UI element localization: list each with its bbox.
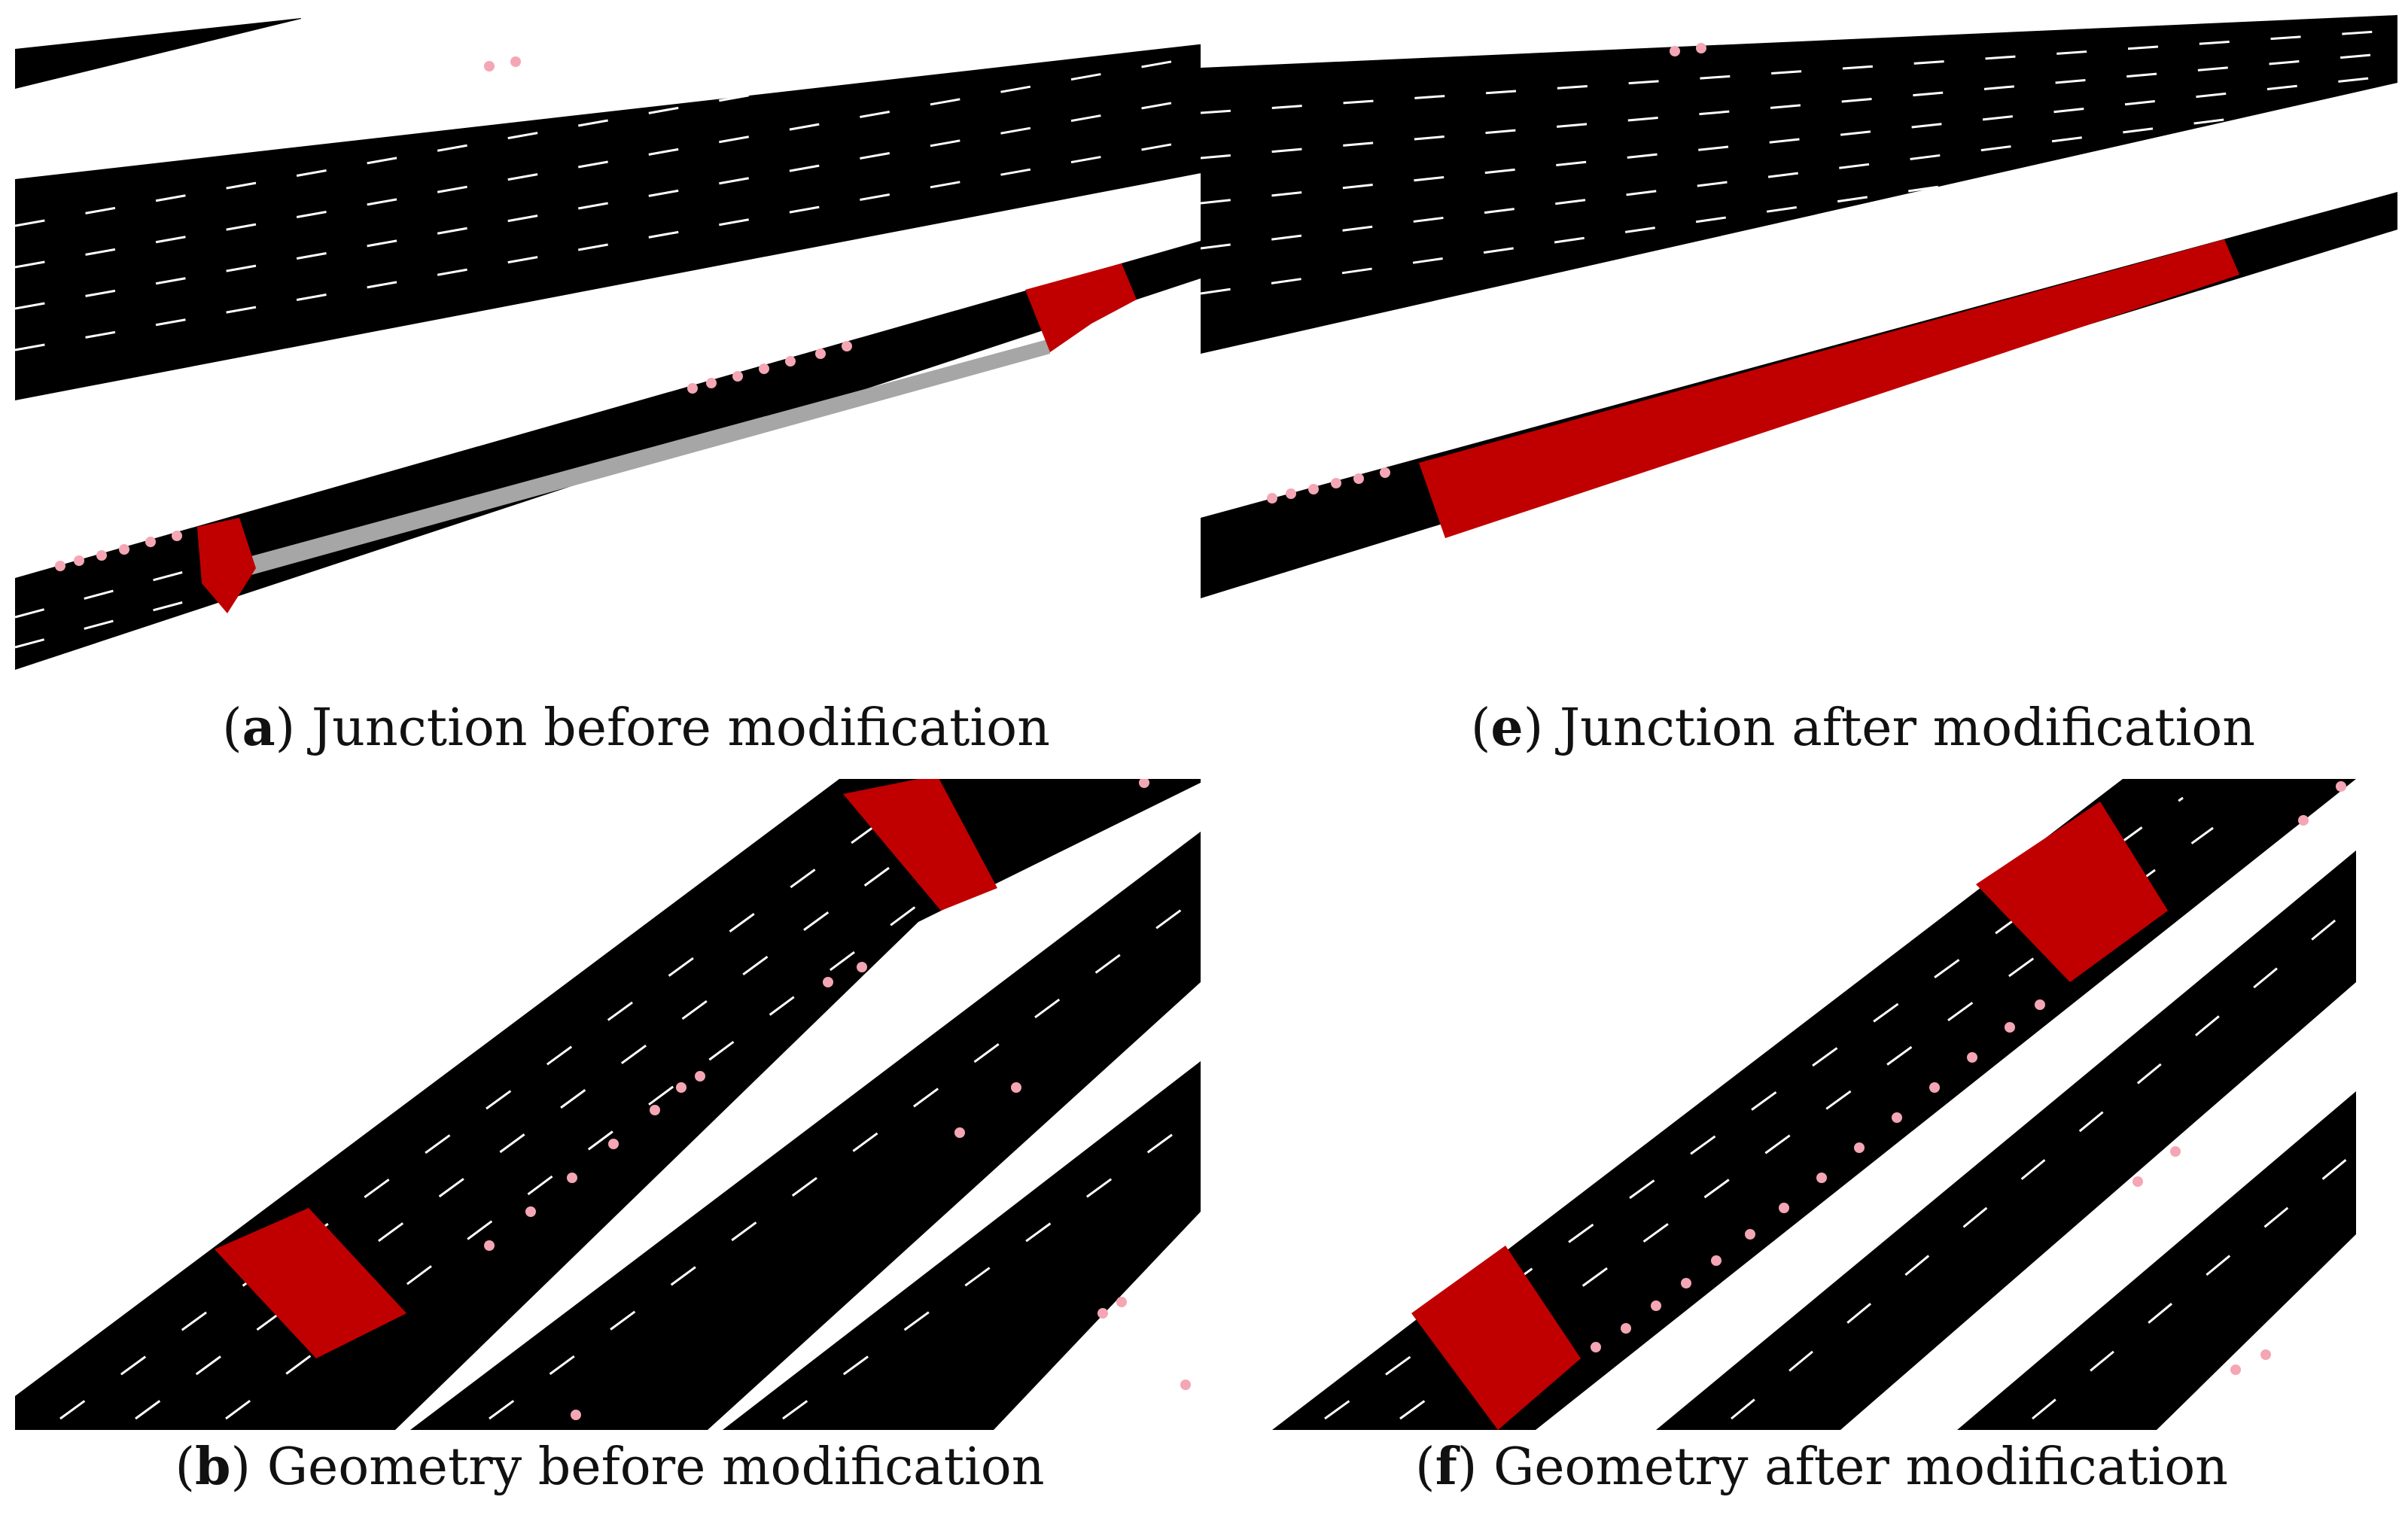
road-segment (1957, 1091, 2356, 1430)
junction[interactable] (197, 518, 256, 613)
caption-b: (b) Geometry before modification (175, 1437, 1044, 1497)
road-segment (15, 44, 1201, 400)
panel-b (15, 775, 1201, 1430)
panel-e (1201, 15, 2397, 598)
road-segment[interactable] (1201, 15, 2397, 354)
marker-points (55, 56, 852, 571)
junction[interactable] (1976, 802, 2168, 982)
panel-a (15, 15, 1201, 670)
road-segment (15, 241, 1201, 670)
lane-markings (489, 894, 1201, 1420)
caption-e: (e) Junction after modification (1471, 698, 2255, 758)
junction[interactable] (843, 775, 997, 911)
junction[interactable] (215, 1208, 406, 1358)
caption-a: (a) Junction before modification (222, 698, 1050, 758)
junction[interactable] (1411, 1246, 1581, 1430)
junction[interactable] (1025, 263, 1137, 352)
caption-f: (f) Geometry after modification (1415, 1437, 2228, 1497)
sidewalk (248, 339, 1050, 576)
lane-markings (15, 15, 1201, 351)
junction[interactable] (1419, 239, 2239, 538)
lane-markings (1201, 29, 2397, 295)
road-segment (1656, 850, 2356, 1430)
marker-points (1267, 43, 1706, 503)
road-segment (15, 18, 301, 89)
road-segment (410, 832, 1201, 1430)
marker-points (484, 779, 1191, 1420)
marker-points (1591, 781, 2346, 1375)
road-segment (723, 1061, 1201, 1430)
panel-f (1272, 779, 2356, 1430)
